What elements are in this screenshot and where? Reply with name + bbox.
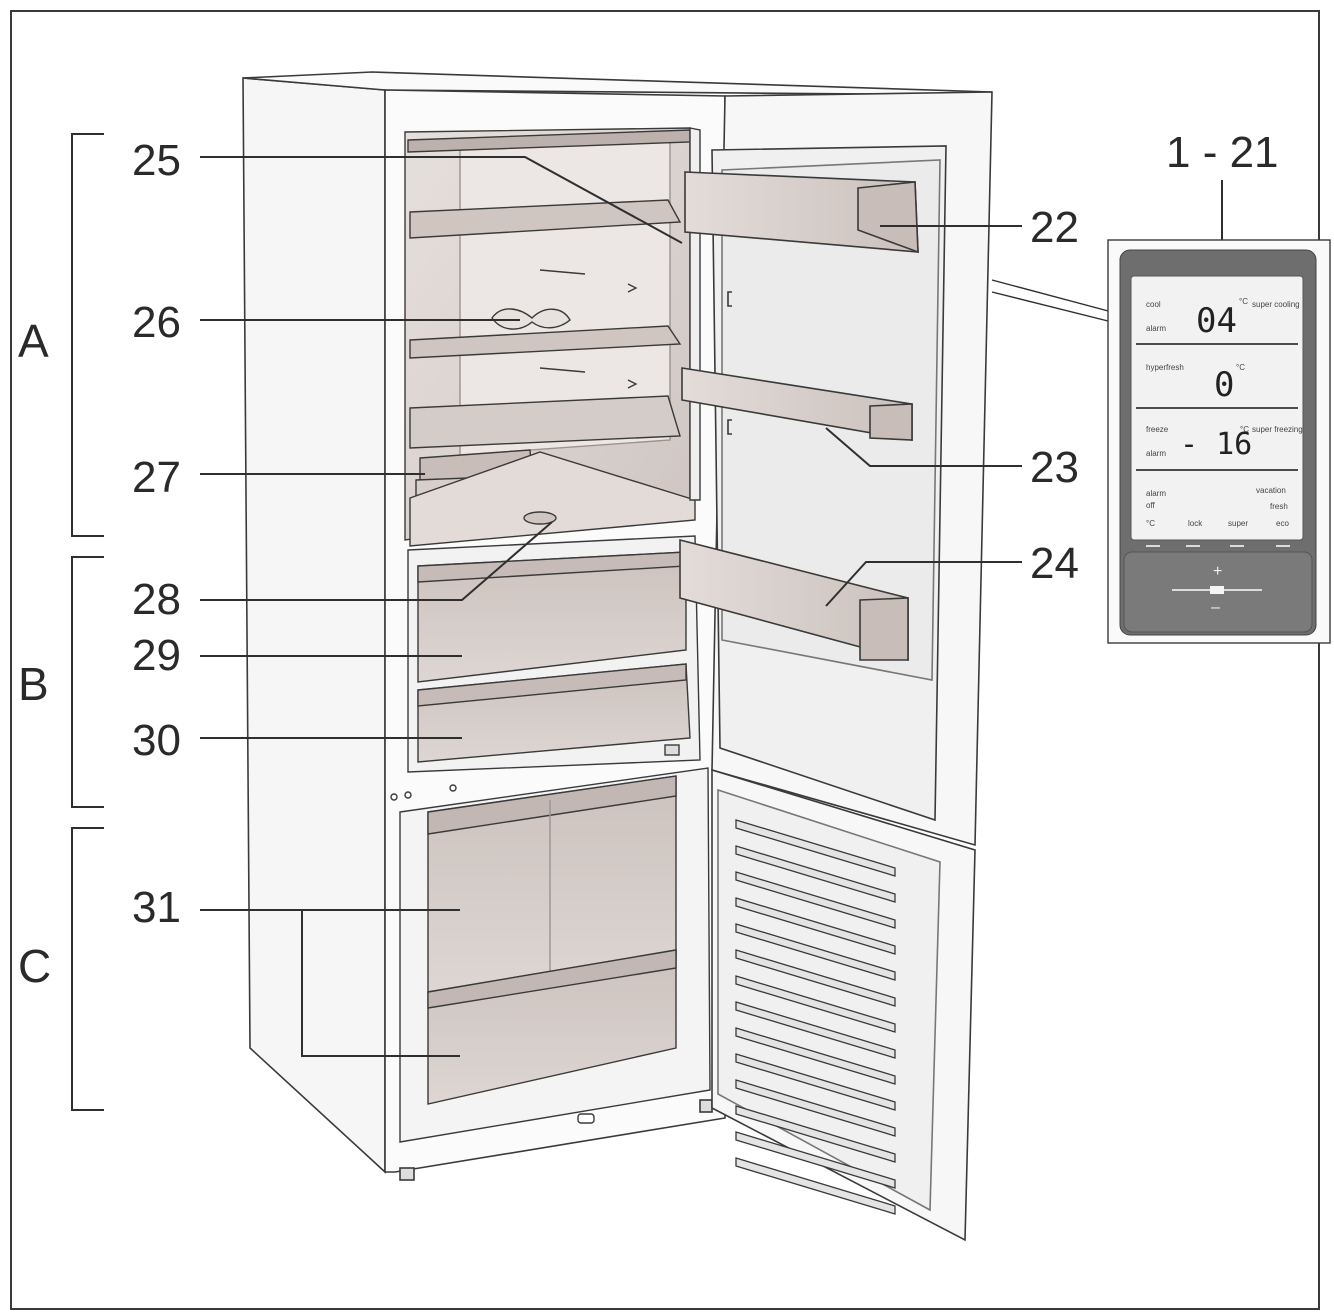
freezer-door-ridge xyxy=(735,1001,896,1059)
shelf-hook-1 xyxy=(627,283,638,293)
callout-1-21: 1 - 21 xyxy=(1166,128,1279,177)
freezer-door-ridges xyxy=(735,819,896,1215)
freezer-door-ridge xyxy=(735,819,896,877)
section-label-c: C xyxy=(18,940,51,992)
label-super-cooling: super cooling xyxy=(1252,300,1300,309)
fridge-compartment xyxy=(404,127,701,547)
door-bin-bottom-face xyxy=(859,597,909,661)
shelf-support-2 xyxy=(539,367,586,373)
minus-button[interactable]: – xyxy=(1211,599,1220,616)
callout-25: 25 xyxy=(132,136,181,185)
label-lock: lock xyxy=(1188,519,1203,528)
display-button-labels: °C lock super eco xyxy=(1146,519,1289,528)
slider-knob[interactable] xyxy=(1210,586,1224,594)
callout-labels: 25 26 27 28 29 30 31 22 23 24 1 - 21 A B… xyxy=(18,128,1279,992)
fridge-door xyxy=(679,91,993,847)
leader-25 xyxy=(200,156,683,244)
freezer-door-ridge xyxy=(735,1105,896,1163)
label-alarm-off: alarm xyxy=(1146,489,1166,498)
freezer-door-ridge xyxy=(735,949,896,1007)
freezer-temp-unit: °C xyxy=(1240,425,1249,434)
label-super: super xyxy=(1228,519,1248,528)
control-panel: cool alarm 04 °C super cooling hyperfres… xyxy=(1107,239,1331,644)
temperature-sensor xyxy=(523,511,557,525)
callout-27: 27 xyxy=(132,453,181,502)
callout-29: 29 xyxy=(132,631,181,680)
freezer-door-ridge xyxy=(735,1053,896,1111)
screw-2 xyxy=(404,791,412,799)
label-alarm-freezer: alarm xyxy=(1146,449,1166,458)
plus-button[interactable]: + xyxy=(1213,563,1222,580)
label-alarm-fridge: alarm xyxy=(1146,324,1166,333)
leader-panel xyxy=(991,279,1113,323)
section-label-a: A xyxy=(18,315,49,367)
freezer-door-ridge xyxy=(735,845,896,903)
leader-23 xyxy=(825,427,1022,467)
cabinet-left-side xyxy=(242,77,386,1174)
callout-31: 31 xyxy=(132,883,181,932)
freezer-section xyxy=(399,767,711,1143)
glass-shelf-1 xyxy=(409,199,682,239)
hyperfresh-temperature: 0 xyxy=(1214,365,1234,405)
callout-28: 28 xyxy=(132,575,181,624)
door-bin-middle-face xyxy=(869,403,913,441)
crisper-lid xyxy=(409,451,696,547)
screw-1 xyxy=(390,793,398,801)
freezer-door-ridge xyxy=(735,923,896,981)
freezer-catch xyxy=(577,1113,595,1124)
freezer-door-ridge xyxy=(735,871,896,929)
bracket-a xyxy=(71,133,104,537)
hyperfresh-temp-unit: °C xyxy=(1236,363,1245,372)
crisper-section xyxy=(390,535,701,801)
label-freeze: freeze xyxy=(1146,425,1169,434)
shelf-hook-2 xyxy=(627,379,638,389)
label-vacation: vacation xyxy=(1256,486,1286,495)
callout-22: 22 xyxy=(1030,203,1079,252)
freezer-temperature: - 16 xyxy=(1180,427,1252,462)
cabinet-foot-right xyxy=(699,1099,713,1113)
leader-31 xyxy=(200,909,460,1057)
freezer-door-ridge xyxy=(735,1027,896,1085)
bracket-c xyxy=(71,827,104,1111)
glass-shelf-3 xyxy=(409,395,681,449)
callout-24: 24 xyxy=(1030,539,1079,588)
door-clip-2 xyxy=(727,419,732,435)
freezer-door-ridge xyxy=(735,1157,896,1215)
freezer-door xyxy=(711,768,976,1242)
callout-23: 23 xyxy=(1030,443,1079,492)
divider-switch xyxy=(664,744,680,756)
section-label-b: B xyxy=(18,658,49,710)
freezer-drawer-upper-lip xyxy=(427,775,677,835)
freezer-drawer-lower-lip xyxy=(427,949,677,1009)
label-hyperfresh: hyperfresh xyxy=(1146,363,1184,372)
egg-tray xyxy=(491,308,571,330)
label-super-freezing: super freezing xyxy=(1252,425,1303,434)
label-cool: cool xyxy=(1146,300,1161,309)
freezer-door-ridge xyxy=(735,1079,896,1137)
bracket-b xyxy=(71,556,104,808)
screw-3 xyxy=(449,784,457,792)
door-bin-top-face xyxy=(857,181,919,254)
leader-lines xyxy=(200,156,1223,1057)
label-degc: °C xyxy=(1146,519,1155,528)
shelf-support-1 xyxy=(539,269,586,275)
callout-30: 30 xyxy=(132,716,181,765)
freezer-door-ridge xyxy=(735,1131,896,1189)
glass-shelf-2 xyxy=(409,325,682,359)
fridge-temp-unit: °C xyxy=(1239,297,1248,306)
crisper-drawer-lower-lip xyxy=(417,663,687,707)
cabinet-foot xyxy=(399,1167,415,1181)
leader-24 xyxy=(825,561,1022,607)
leader-28 xyxy=(200,521,553,601)
label-fresh: fresh xyxy=(1270,502,1288,511)
callout-26: 26 xyxy=(132,298,181,347)
section-brackets xyxy=(71,133,104,1111)
label-off: off xyxy=(1146,501,1156,510)
freezer-door-ridge xyxy=(735,897,896,955)
door-clip-1 xyxy=(727,291,732,307)
freezer-door-ridge xyxy=(735,975,896,1033)
label-eco: eco xyxy=(1276,519,1289,528)
fridge-temperature: 04 xyxy=(1196,301,1237,341)
